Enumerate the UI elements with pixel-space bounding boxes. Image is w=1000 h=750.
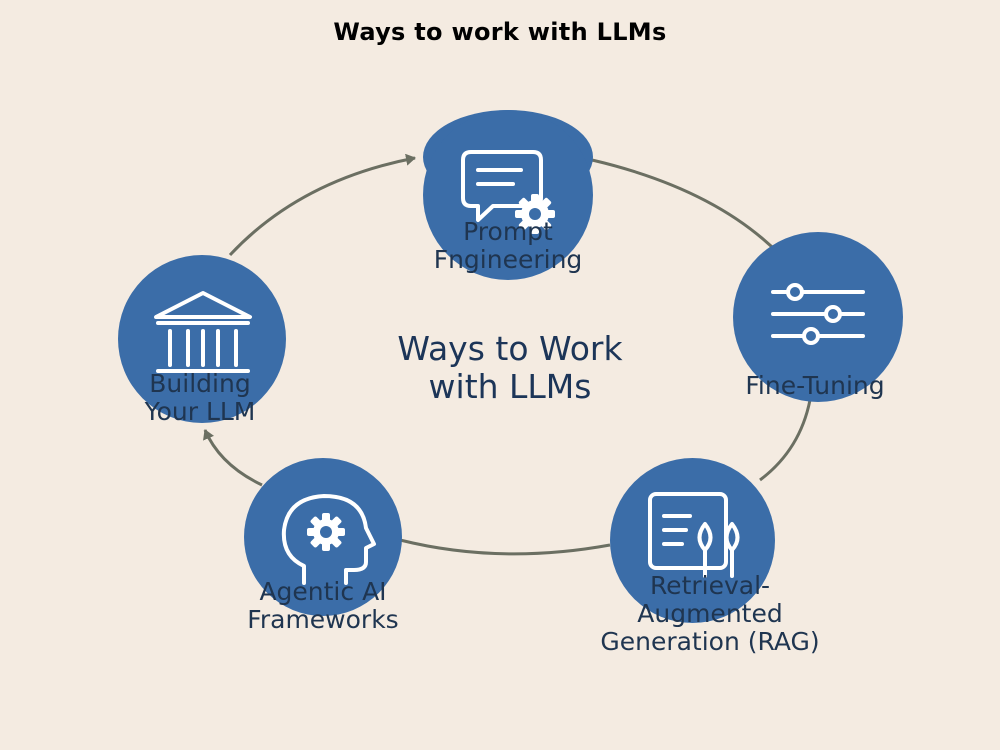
node-building-circle	[118, 255, 286, 423]
connector-rag-to-agentic	[399, 538, 611, 556]
connector-agentic-to-building	[203, 429, 263, 487]
node-prompt-engineering-circle	[423, 110, 593, 280]
node-label-rag: Retrieval- Augmented Generation (RAG)	[600, 571, 820, 656]
node-agentic-circle	[244, 458, 402, 616]
node-label-agentic: Agentic AI Frameworks	[247, 577, 399, 634]
head-gear-icon	[281, 494, 376, 585]
document-plants-icon	[648, 492, 740, 578]
page-title: Ways to work with LLMs	[333, 18, 667, 46]
chat-gear-icon	[461, 150, 555, 234]
building-icon	[154, 291, 252, 373]
node-label-fine-tuning: Fine-Tuning	[745, 371, 885, 400]
node-label-prompt-engineering: Prompt Fngineering	[433, 217, 583, 274]
center-title: Ways to Work with LLMs	[397, 329, 623, 406]
connector-prompt-to-finetuning	[591, 158, 787, 262]
node-fine-tuning-circle	[733, 232, 903, 402]
connector-finetuning-to-rag	[759, 399, 812, 482]
sliders-icon	[771, 283, 865, 345]
connector-building-to-prompt	[228, 153, 416, 257]
node-label-building: Building Your LLM	[144, 369, 256, 426]
node-rag-circle	[610, 458, 775, 623]
